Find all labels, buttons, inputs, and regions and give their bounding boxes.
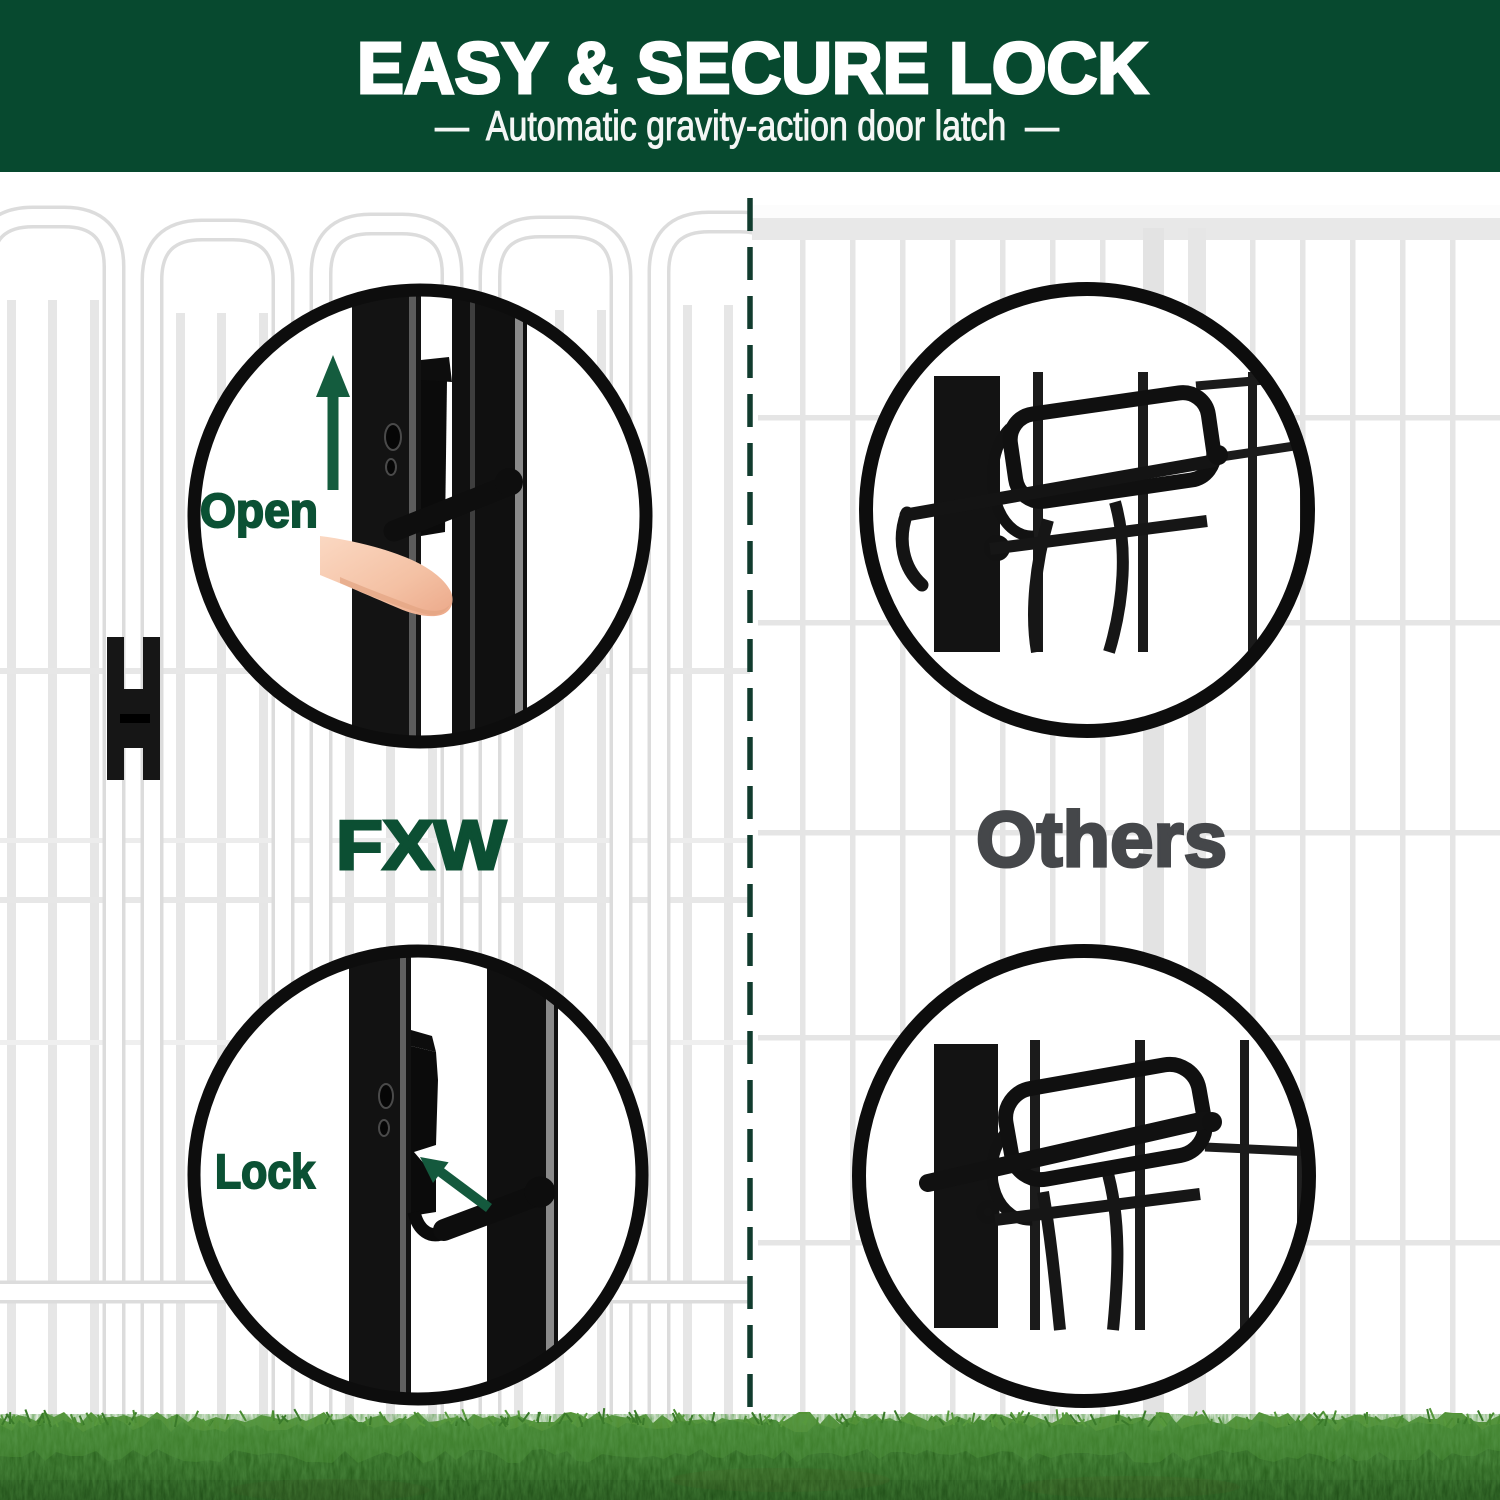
svg-text:Lock: Lock <box>215 1146 315 1199</box>
svg-text:Open: Open <box>200 485 318 538</box>
svg-text:Others: Others <box>976 795 1227 883</box>
svg-text:— Automatic gravity-action do: — Automatic gravity-action door latch — <box>435 102 1059 149</box>
svg-text:FXW: FXW <box>336 806 506 884</box>
svg-text:EASY & SECURE LOCK: EASY & SECURE LOCK <box>357 29 1148 109</box>
